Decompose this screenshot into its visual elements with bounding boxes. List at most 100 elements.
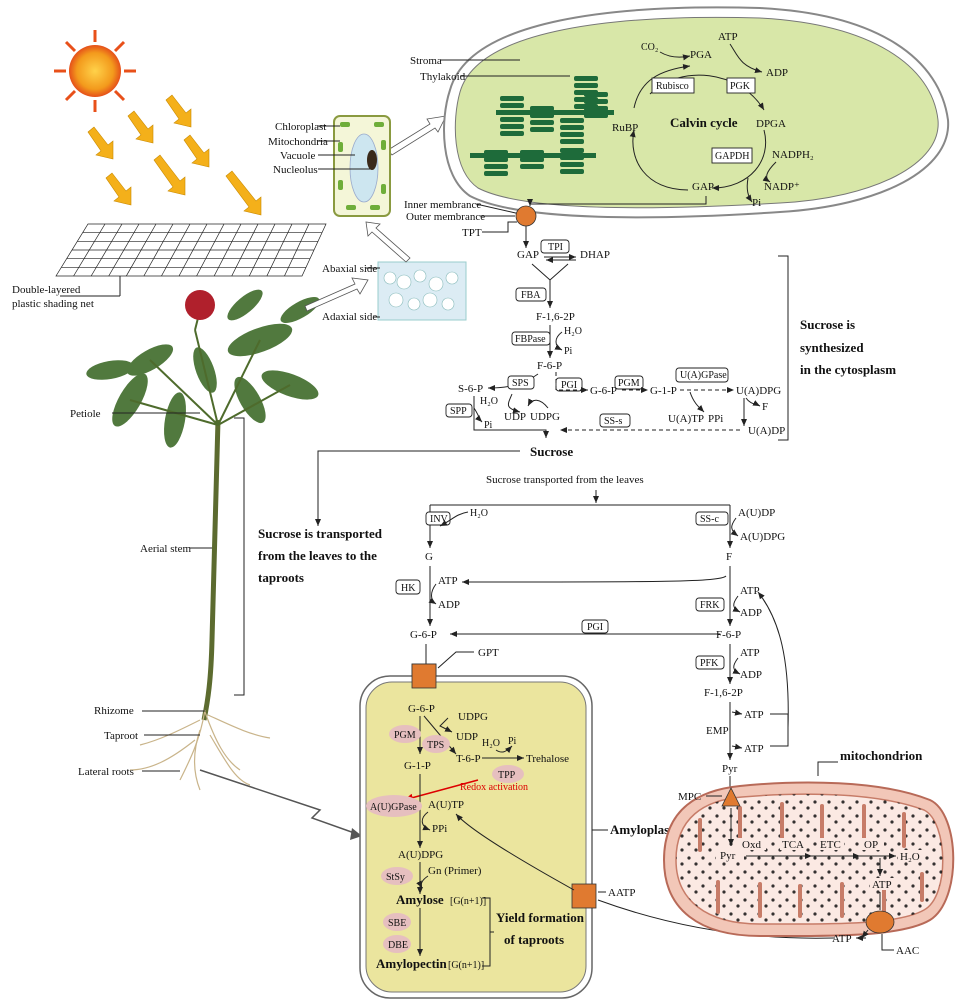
enzyme-pgm-amylo: PGM bbox=[394, 730, 416, 741]
tpt-transporter bbox=[515, 205, 537, 227]
leaf-section bbox=[377, 261, 467, 321]
amylo-udp: UDP bbox=[456, 731, 478, 743]
enzyme-pgk: PGK bbox=[730, 81, 751, 92]
label-vacuole: Vacuole bbox=[280, 150, 316, 162]
mito-etc: ETC bbox=[820, 839, 841, 851]
amylo-adpg: A(U)DPG bbox=[398, 849, 443, 861]
label-adaxial: Adaxial side bbox=[322, 311, 377, 323]
amyloplast-title: Amyloplast bbox=[610, 822, 674, 837]
aac-transporter bbox=[865, 910, 895, 934]
enzyme-tps: TPS bbox=[427, 740, 444, 751]
label-mitochondria: Mitochondria bbox=[268, 136, 328, 148]
calvin-nadp: NADP⁺ bbox=[764, 181, 800, 193]
label-inner-membrane: Inner membrance bbox=[404, 199, 481, 211]
enzyme-gapdh: GAPDH bbox=[715, 151, 749, 162]
cyto-f16p: F-1,6-2P bbox=[536, 311, 575, 323]
yield-text-1: Yield formation bbox=[496, 910, 585, 925]
enzyme-tpi: TPI bbox=[548, 242, 563, 253]
label-aerial-stem: Aerial stem bbox=[140, 543, 191, 555]
root-f6p: F-6-P bbox=[716, 629, 741, 641]
enzyme-sps: SPS bbox=[512, 378, 529, 389]
transport-text-1: Sucrose is transported bbox=[258, 526, 383, 541]
amylo-amylose-sub: [G(n+1)] bbox=[450, 896, 486, 907]
calvin-pga: PGA bbox=[690, 49, 712, 61]
label-outer-membrane: Outer membrance bbox=[406, 211, 485, 223]
root-f: F bbox=[726, 551, 732, 563]
label-tpt: TPT bbox=[462, 227, 482, 239]
calvin-nadph: NADPH₂ bbox=[772, 149, 814, 161]
cyto-dhap: DHAP bbox=[580, 249, 610, 261]
enzyme-spp: SPP bbox=[450, 406, 467, 417]
mito-op: OP bbox=[864, 839, 878, 851]
enzyme-ssc: SS-c bbox=[700, 514, 719, 525]
cyto-pi-2: Pi bbox=[484, 420, 493, 431]
mito-atp: ATP bbox=[872, 879, 892, 891]
amylo-udpg: UDPG bbox=[458, 711, 488, 723]
label-abaxial: Abaxial side bbox=[322, 263, 377, 275]
cyto-udp-right: U(A)DP bbox=[748, 425, 785, 437]
amylo-amylopectin: Amylopectin bbox=[376, 956, 448, 971]
amylo-gn: Gn (Primer) bbox=[428, 865, 482, 877]
enzyme-stsy: StSy bbox=[386, 872, 405, 883]
cyto-f: F bbox=[762, 401, 768, 413]
mito-oxd: Oxd bbox=[742, 839, 761, 851]
amylo-trehalose: Trehalose bbox=[526, 753, 569, 765]
root-adpg: A(U)DPG bbox=[740, 531, 785, 543]
root-adp-frk: ADP bbox=[740, 607, 762, 619]
label-stroma: Stroma bbox=[410, 55, 442, 67]
calvin-co2: CO₂ bbox=[641, 42, 658, 53]
root-atp-emp2: ATP bbox=[744, 743, 764, 755]
enzyme-hk: HK bbox=[401, 583, 416, 594]
enzyme-sss: SS-s bbox=[604, 416, 622, 427]
sunlight-arrows bbox=[87, 94, 262, 216]
transport-text-3: taproots bbox=[258, 570, 304, 585]
enzyme-dbe: DBE bbox=[388, 940, 408, 951]
root-atp-pfk: ATP bbox=[740, 647, 760, 659]
mitochondrion-title: mitochondrion bbox=[840, 748, 923, 763]
enzyme-inv: INV bbox=[430, 514, 449, 525]
enzyme-ugpase: U(A)GPase bbox=[680, 370, 727, 381]
calvin-atp: ATP bbox=[718, 31, 738, 43]
mito-pyr: Pyr bbox=[720, 850, 736, 862]
side-text-1: Sucrose is bbox=[800, 317, 855, 332]
root-adp-pfk: ADP bbox=[740, 669, 762, 681]
mito-atp-out: ATP bbox=[832, 933, 852, 945]
cyto-pi: Pi bbox=[564, 346, 573, 357]
aatp-transporter bbox=[571, 883, 597, 909]
cyto-ppi: PPi bbox=[708, 413, 723, 425]
enzyme-agpase: A(U)GPase bbox=[370, 802, 417, 813]
cyto-utp: U(A)TP bbox=[668, 413, 704, 425]
enzyme-pfk: PFK bbox=[700, 658, 719, 669]
root-adp-hk: ADP bbox=[438, 599, 460, 611]
shading-net-label-1: Double-layered bbox=[12, 284, 81, 296]
mito-h2o: H₂O bbox=[900, 851, 920, 863]
plant-cell bbox=[333, 115, 391, 217]
enzyme-tpp: TPP bbox=[498, 770, 516, 781]
mpc-transporter bbox=[721, 787, 741, 807]
root-h2o: H₂O bbox=[470, 508, 488, 519]
label-gpt: GPT bbox=[478, 647, 499, 659]
calvin-cycle-label: Calvin cycle bbox=[670, 115, 738, 130]
shading-net bbox=[55, 223, 327, 277]
root-from-leaves: Sucrose transported from the leaves bbox=[486, 474, 644, 486]
thylakoid-grana bbox=[470, 76, 614, 176]
amylo-amylose: Amylose bbox=[396, 892, 444, 907]
enzyme-rubisco: Rubisco bbox=[656, 81, 689, 92]
side-text-2: synthesized bbox=[800, 340, 864, 355]
enzyme-pgm: PGM bbox=[618, 378, 640, 389]
enzyme-fba: FBA bbox=[521, 290, 541, 301]
mito-tca: TCA bbox=[782, 839, 804, 851]
calvin-pi: Pi bbox=[752, 197, 761, 209]
amylo-h2o: H₂O bbox=[482, 738, 500, 749]
cyto-f6p: F-6-P bbox=[537, 360, 562, 372]
root-g: G bbox=[425, 551, 433, 563]
cyto-udpg: UDPG bbox=[530, 411, 560, 423]
root-adp: A(U)DP bbox=[738, 507, 775, 519]
root-f16p: F-1,6-2P bbox=[704, 687, 743, 699]
cyto-h2o: H₂O bbox=[564, 326, 582, 337]
enzyme-frk: FRK bbox=[700, 600, 720, 611]
amyloplast bbox=[359, 675, 593, 999]
root-pyr: Pyr bbox=[722, 763, 738, 775]
